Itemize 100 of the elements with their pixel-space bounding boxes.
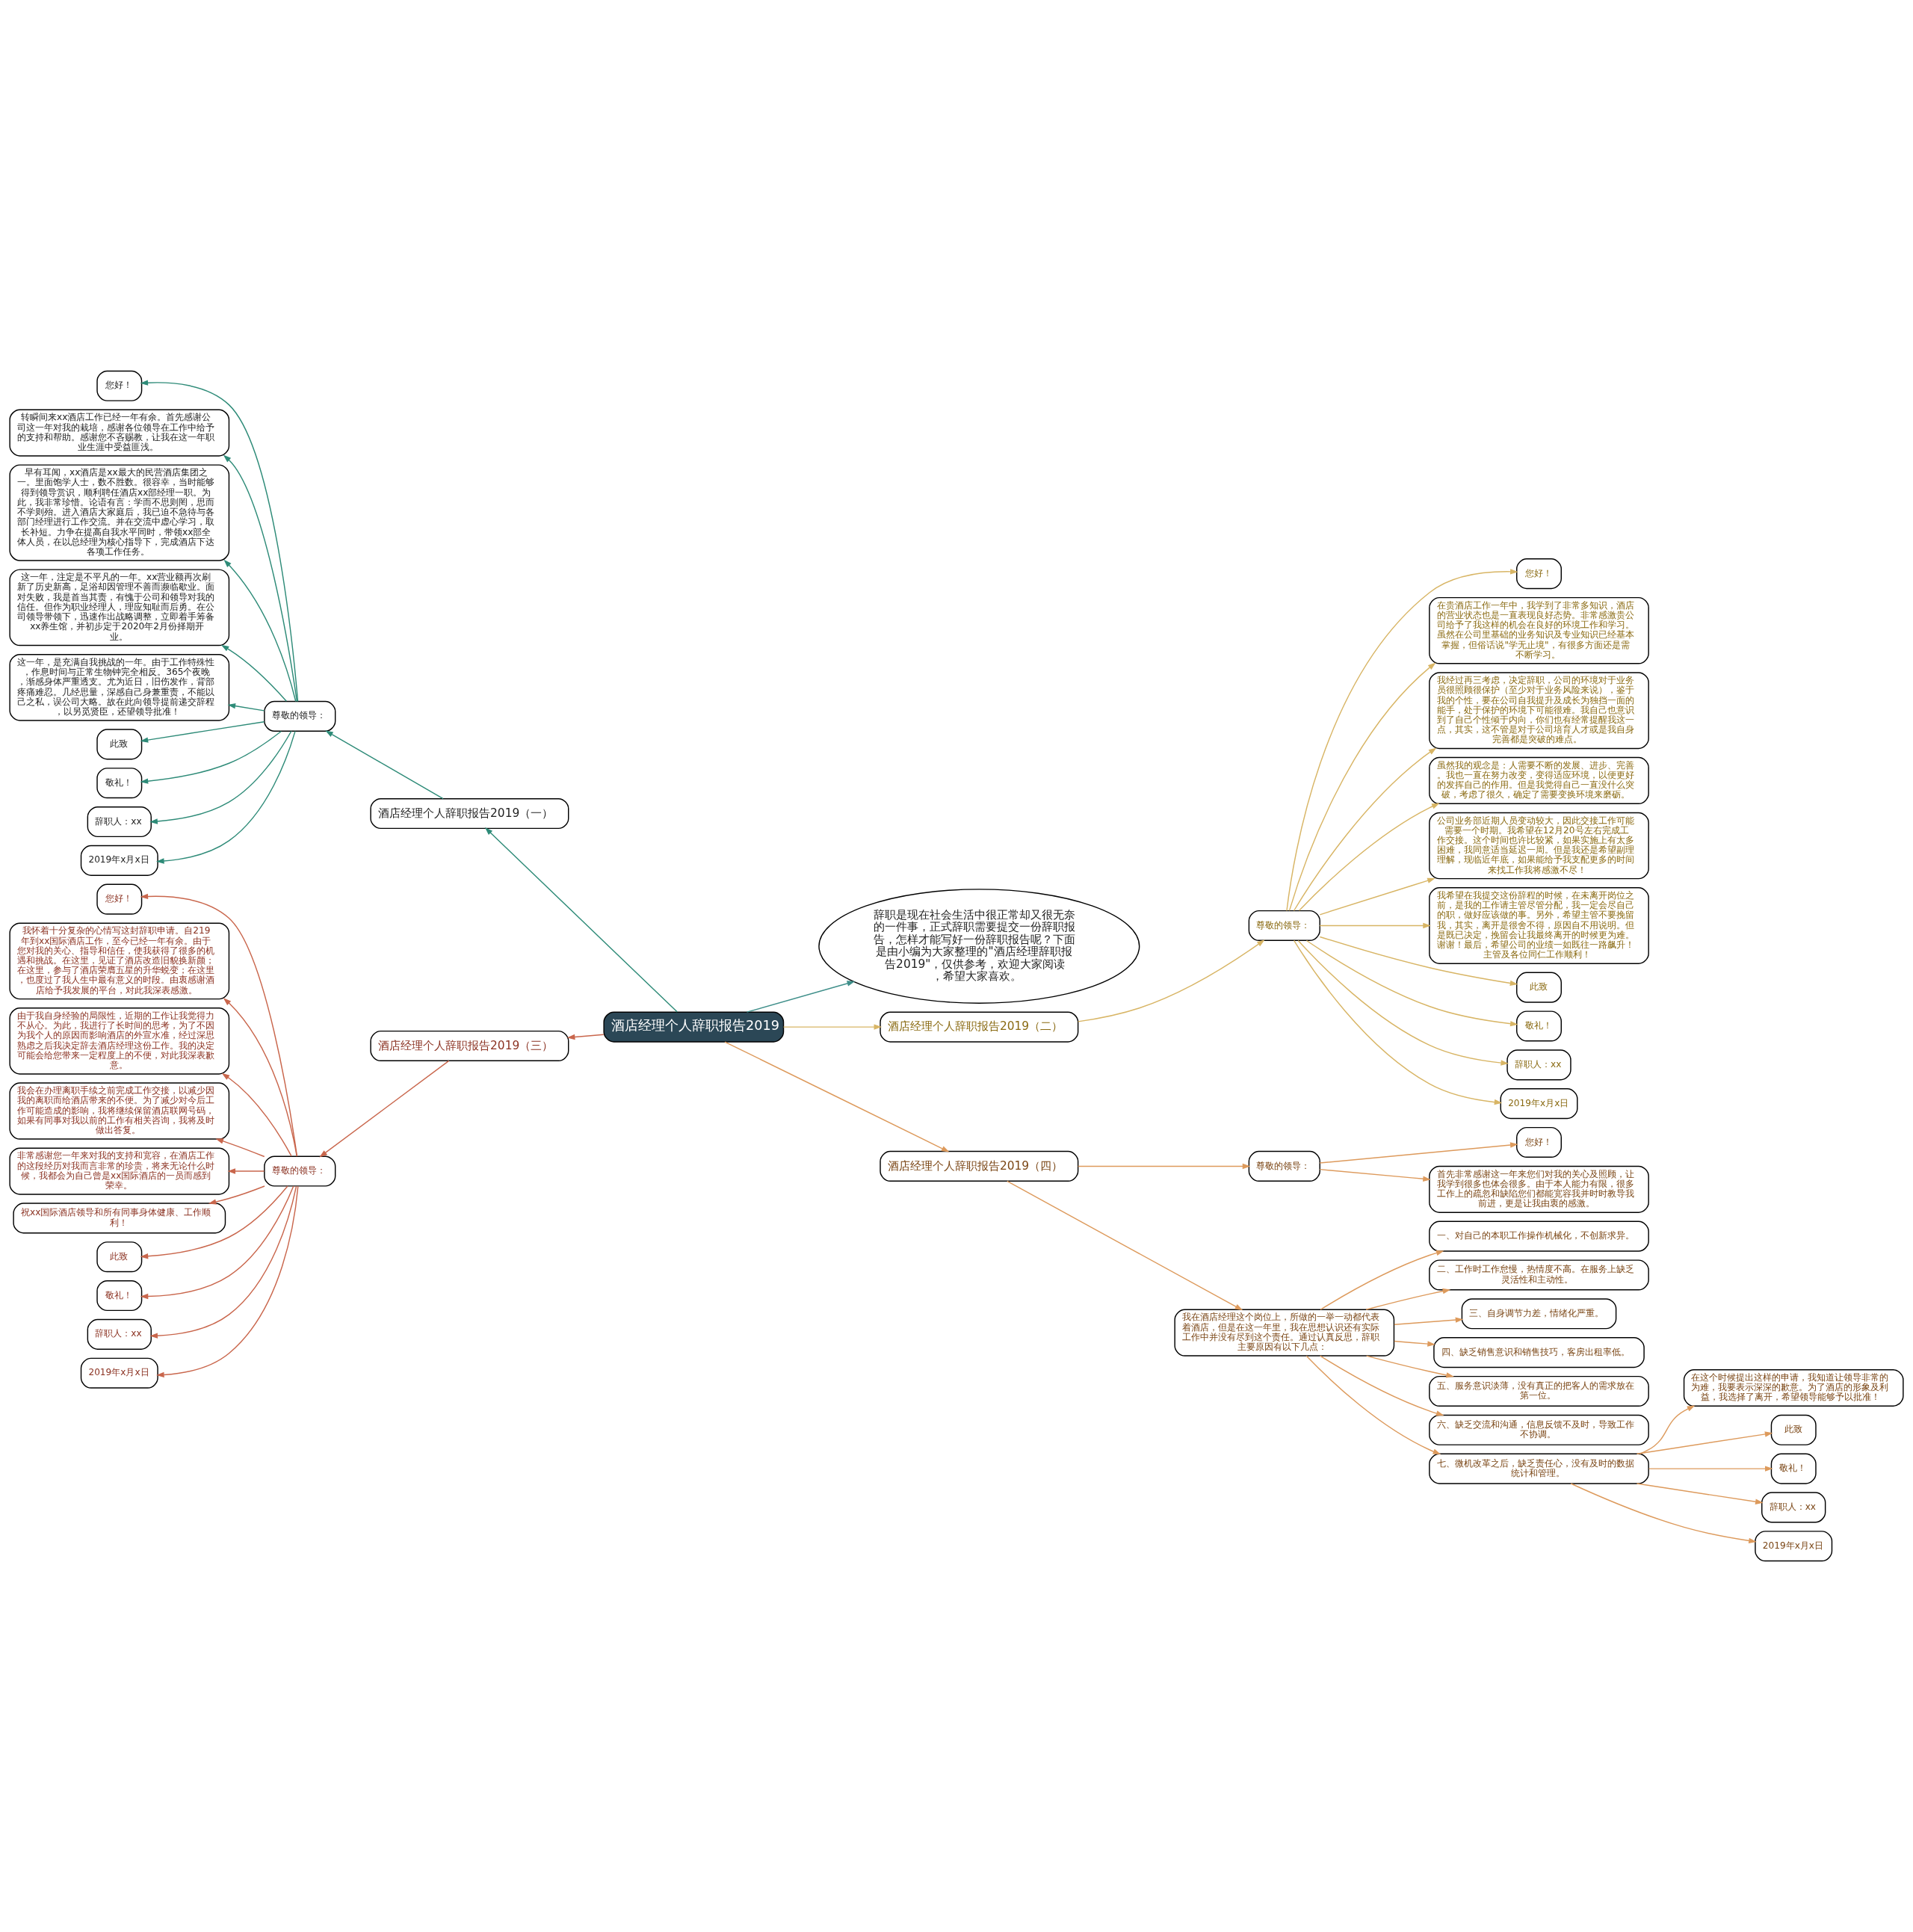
node-box: 此致 [1770,1414,1817,1445]
arrow [1319,936,1518,987]
node-box: 公司业务部近期人员变动较大，因此交接工作可能需要一个时期。我希望在12月20号左右完成工作交接。这个时间也许比较紧，如果实施上有太多困难，我同意适当延迟一周。但是我还是希望副理理解，现临近年底，如果能给予我支配更多的时间来找工作我将感激不尽！ [1429,812,1649,880]
arrow [221,1073,292,1157]
node-box: 酒店经理个人辞职报告2019（四） [880,1150,1079,1182]
arrow [140,380,299,703]
arrow [1365,1355,1454,1378]
node-box: 七、微机改革之后，缺乏责任心，没有及时的数据统计和管理。 [1429,1453,1649,1484]
node-box: 在贵酒店工作一年中，我学到了非常多知识，酒店的营业状态也是一直表现良好态势。非常感激贵公司给予了我这样的机会在良好的环境工作和学习。虽然在公司里基础的业务知识及专业知识已经基本掌握，但俗话说"学无止境"，有很多方面还是需不断学习。 [1429,596,1649,664]
node-box: 这一年，注定是不平凡的一年。xx营业额再次刷新了历史新高，足浴却因管理不善而濒临歇业。面对失败，我是首当其责，有愧于公司和领导对我的信任。但作为职业经理人，理应知耻而后勇。在公司领导带领下，迅速作出战略调整，立即着手筹备xx养生馆，并初步定于2020年2月份择期开业。 [9,569,230,646]
node-box: 敬礼！ [96,768,143,799]
arrow [1298,803,1440,911]
node-box: 此致 [96,729,143,760]
node-box: 早有耳闻，xx酒店是xx最大的民营酒店集团之一。里面饱学人士，数不胜数。很容幸，当时能够得到领导赏识，顺利聘任酒店xx部经理一职。为此，我非常珍惜。论语有言：学而不思则罔，思而不学则殆。进入酒店大家庭后，我已迫不急待与各部门经理进行工作交流。并在交流中虚心学习，取长补短。力争在提高自我水平同时，带领xx部全体人员，在以总经理为核心指导下，完成酒店下达各项工作任务。 [9,464,230,561]
node-box: 转瞬间来xx酒店工作已经一年有余。首先感谢公司这一年对我的栽培，感谢各位领导在工作中给予的支持和帮助。感谢您不吝赐教，让我在这一年职业生涯中受益匪浅。 [9,409,230,457]
arrow [156,1185,299,1378]
node-box: 酒店经理个人辞职报告2019（一） [370,797,569,830]
node-box: 首先非常感谢这一年来您们对我的关心及照顾，让我学到很多也体会很多。由于本人能力有限，很多工作上的疏忽和缺陷您们都能宽容我并时时教导我前进，更是让我由衷的感激。 [1429,1165,1649,1213]
arrow [746,981,856,1013]
arrow [1319,1142,1518,1164]
arrow [140,721,265,743]
arrow [149,730,292,824]
node-box: 敬礼！ [1770,1453,1817,1484]
arrow [1319,922,1431,929]
node-box: 尊敬的领导： [1248,1150,1320,1182]
node-box: 辞职人：xx [87,1318,152,1350]
node-box: 2019年x月x日 [80,845,158,876]
arrow [1640,1405,1696,1454]
arrow [1319,1355,1444,1416]
node-box: 敬礼！ [96,1280,143,1312]
arrow [140,730,282,784]
arrow [140,1185,294,1300]
node-box: 我希望在我提交这份辞程的时候，在未离开岗位之前，是我的工作请主管尽管分配，我一定会尽自己的职，做好应该做的事。另外，希望主管不要挽留我，其实，离开是很舍不得，原因自不用说明。但是既已决定，挽留会让我最终离开的时候更为难。谢谢！最后，希望公司的业绩一如既往一路飙升！主管及各位同仁工作顺利！ [1429,887,1649,964]
node-box: 酒店经理个人辞职报告2019（二） [880,1011,1079,1043]
arrow [1320,1250,1444,1310]
node-box: 您好！ [96,883,143,915]
arrow [1305,939,1518,1027]
node-box: 这一年，是充满自我挑战的一年。由于工作特殊性，作息时间与正常生物钟完全相反。365个夜晚，渐感身体严重透支。尤为近日，旧伤发作，背部疼痛难忍。几经思量，深感自己身兼重责，不能以己之私，误公司大略。故在此向领导提前递交辞程，以另觅贤臣，还望领导批准！ [9,654,230,721]
arrow [1293,939,1503,1105]
arrow [566,1034,605,1040]
arrow [1648,1466,1773,1472]
arrow [149,1185,297,1339]
node-box: 辞职人：xx [1506,1049,1571,1081]
node-box: 五、服务意识淡薄，没有真正的把客人的需求放在第一位。 [1429,1375,1649,1407]
node-box: 辞职人：xx [87,806,152,838]
arrow [1297,939,1509,1066]
node-box: 我会在办理离职手续之前完成工作交接，以减少因我的离职而给酒店带来的不便。为了减少对今后工作可能造成的影响，我将继续保留酒店联网号码，如果有同事对我以前的工作有相关咨询，我将及时做出答复。 [9,1082,230,1140]
arrow [484,827,679,1013]
node-box: 虽然我的观念是：人需要不断的发展、进步、完善。我也一直在努力改变，变得适应环境，以便更好的发挥自己的作用。但是我觉得自己一直没什么突破，考虑了很久，确定了需要变换环境来磨砺。 [1429,756,1649,804]
node-box: 此致 [1516,972,1562,1003]
arrow [227,703,265,712]
arrow [724,1041,950,1152]
node-box: 此致 [96,1241,143,1273]
node-box: 尊敬的领导： [264,700,336,732]
node-box: 酒店经理个人辞职报告2019（三） [370,1030,569,1061]
node-box: 六、缺乏交流和沟通，信息反馈不及时，导致工作不协调。 [1429,1414,1649,1445]
arrow [1394,1317,1464,1325]
node-box: 2019年x月x日 [80,1357,158,1389]
node-box: 您好！ [1516,1126,1562,1158]
arrow [782,1024,883,1030]
arrow [156,730,296,864]
node-box: 酒店经理个人辞职报告2019 [603,1011,785,1043]
arrow [1293,747,1437,912]
node-box: 我经过再三考虑，决定辞职，公司的环境对于业务员很照顾很保护（至少对于业务风险来说），鉴于我的个性，要在公司自我提升及成长为独挡一面的能手，处于保护的环境下可能很难。我自己也意识到了自己个性倾于内向，你们也有经常提醒我这一点，其实，这不管是对于公司培育人才或是我自身完善都是突破的难点。 [1429,672,1649,750]
node-box: 您好！ [96,370,143,401]
node-box: 三、自身调节力差，情绪化严重。 [1461,1298,1617,1330]
arrow [1365,1288,1451,1310]
arrow [1007,1180,1243,1311]
node-box: 尊敬的领导： [1248,910,1320,942]
arrow [220,644,288,702]
node-box: 尊敬的领导： [264,1155,336,1187]
node-box: 2019年x月x日 [1500,1088,1578,1120]
node-box: 您好！ [1516,558,1562,590]
node-box: 敬礼！ [1516,1010,1562,1042]
arrow [1286,569,1518,912]
arrow [1636,1431,1773,1454]
arrow [1319,877,1435,916]
arrow [140,893,298,1157]
arrow [215,1138,265,1158]
arrow [1078,1163,1251,1170]
arrow [223,559,297,703]
arrow [325,730,444,800]
arrow [223,454,298,703]
arrow [208,1185,265,1205]
node-box: 我在酒店经理这个岗位上，所做的一举一动都代表着酒店，但是在这一年里，我在思想认识还有实际工作中并没有尽到这个责任。通过认真反思，辞职主要原因有以下几点： [1174,1309,1395,1357]
node-box: 非常感谢您一年来对我的支持和宽容，在酒店工作的这段经历对我而言非常的珍贵，将来无论什么时候，我都会为自己曾是xx国际酒店的一员而感到荣幸。 [9,1147,230,1195]
node-box: 在这个时候提出这样的申请，我知道让领导非常的为难，我要表示深深的歉意。为了酒店的形象及利益，我选择了离开，希望领导能够予以批准！ [1683,1369,1904,1407]
node-box: 祝xx国际酒店领导和所有同事身体健康、工作顺利！ [13,1203,226,1234]
node-box: 辞职人：xx [1761,1492,1826,1523]
arrow [1636,1483,1764,1504]
arrow [140,1185,288,1259]
node-box: 由于我自身经验的局限性，近期的工作让我觉得力不从心。为此，我进行了长时间的思考，为了不因为我个人的原因而影响酒店的外宣水准，经过深思熟虑之后我决定辞去酒店经理这份工作。我的决定可能会给您带来一定程度上的不便，对此我深表歉意。 [9,1007,230,1075]
node-box: 四、缺乏销售意识和销售技巧，客房出租率低。 [1433,1337,1645,1368]
arrow [1077,939,1265,1022]
arrow [227,1168,265,1174]
arrow [319,1060,450,1158]
node-box: 我怀着十分复杂的心情写这封辞职申请。自219年到xx国际酒店工作，至今已经一年有余。由于您对我的关心、指导和信任，使我获得了很多的机遇和挑战。在这里，见证了酒店改造旧貌换新颜；在这里，参与了酒店荣膺五星的升华蜕变；在这里，也度过了我人生中最有意义的时段。由衷感谢酒店给予我发展的平台，对此我深表感激。 [9,922,230,1000]
arrow [223,998,297,1157]
node-box: 二、工作时工作怠慢，热情度不高。在服务上缺乏灵活性和主动性。 [1429,1259,1649,1291]
node-box: 2019年x月x日 [1755,1531,1833,1562]
